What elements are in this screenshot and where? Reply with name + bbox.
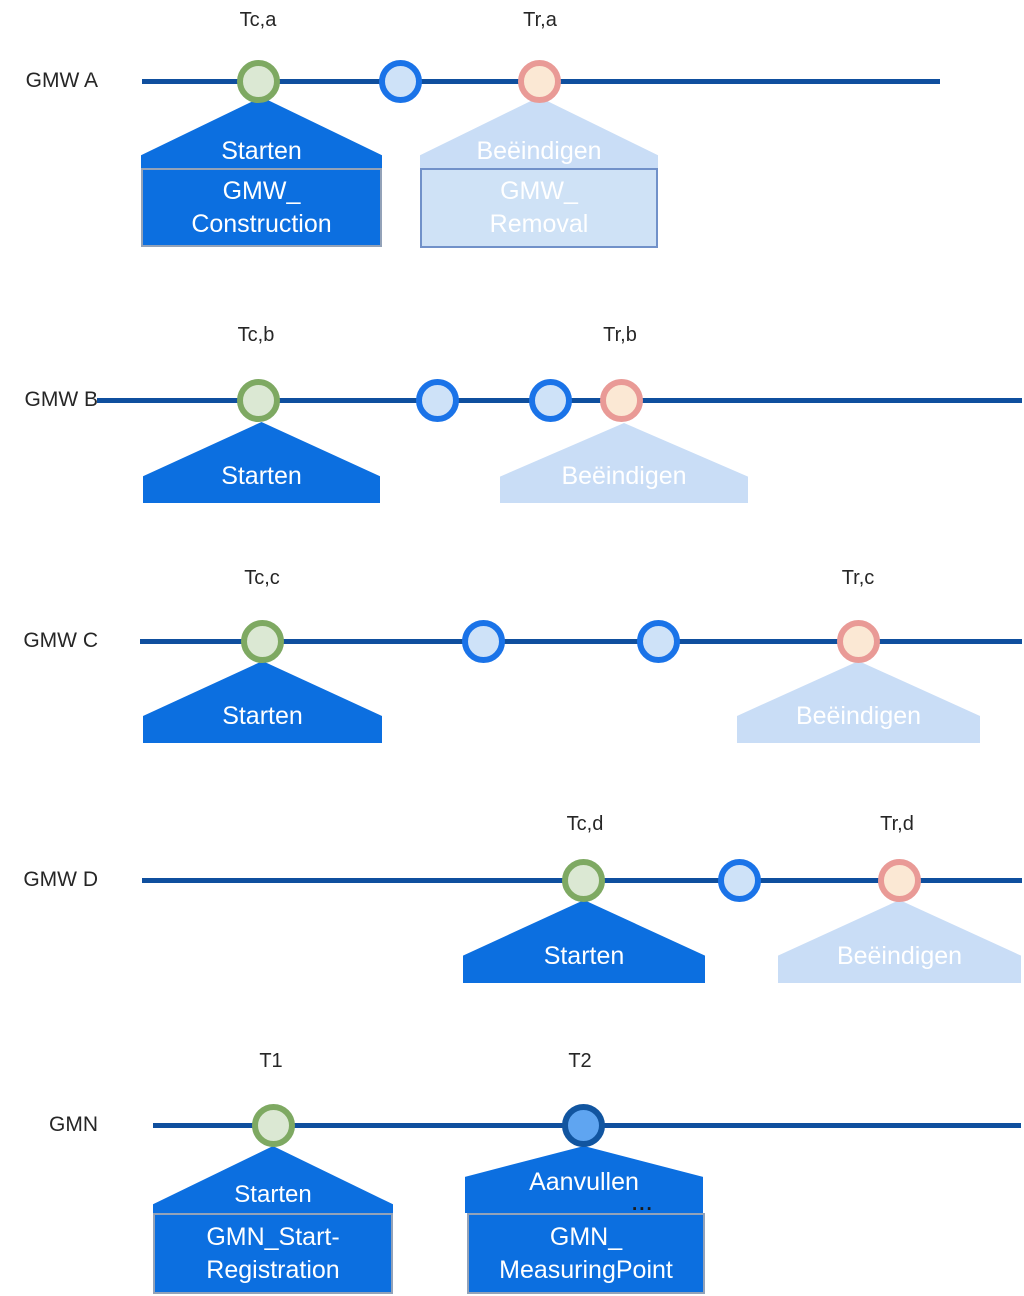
marker-start-green bbox=[252, 1104, 295, 1147]
marker-mid-blue bbox=[416, 379, 459, 422]
row-label-gmw-a: GMW A bbox=[25, 69, 98, 92]
time-label-tca: Tc,a bbox=[239, 9, 277, 31]
start-callout-house: Starten bbox=[143, 661, 382, 743]
doc-line-2: Construction bbox=[191, 209, 332, 238]
end-doc-box: GMW_ Removal bbox=[420, 168, 658, 248]
doc-line-1: GMW_ bbox=[500, 177, 578, 205]
marker-mid-blue bbox=[637, 620, 680, 663]
doc-line-1: GMN_Start- bbox=[206, 1222, 340, 1251]
start-doc-box: GMN_Start- Registration bbox=[153, 1213, 393, 1294]
end-callout-title: Beëindigen bbox=[836, 942, 963, 970]
doc-line-2: Registration bbox=[206, 1255, 340, 1284]
marker-end-pink bbox=[600, 379, 643, 422]
end-callout-house: Aanvullen bbox=[465, 1146, 703, 1213]
marker-end-pink bbox=[837, 620, 880, 663]
start-callout-house: Starten bbox=[463, 900, 705, 983]
time-label-t2: T2 bbox=[568, 1050, 592, 1072]
end-callout-house: Beëindigen bbox=[420, 97, 658, 168]
doc-line-1: GMW_ bbox=[222, 176, 301, 205]
time-label-trc: Tr,c bbox=[841, 567, 875, 589]
time-label-tcc: Tc,c bbox=[244, 567, 280, 589]
doc-line-2: Removal bbox=[489, 210, 589, 238]
marker-mid-blue bbox=[718, 859, 761, 902]
row-label-gmn: GMN bbox=[49, 1113, 98, 1136]
start-callout-title: Starten bbox=[543, 942, 625, 970]
marker-end-pink bbox=[878, 859, 921, 902]
end-callout-title: Aanvullen bbox=[529, 1168, 639, 1196]
start-callout-title: Starten bbox=[222, 702, 303, 730]
time-label-t1: T1 bbox=[259, 1050, 283, 1072]
end-callout-house: Beëindigen bbox=[778, 900, 1021, 983]
marker-end-pink bbox=[518, 60, 561, 103]
end-callout-title: Beëindigen bbox=[561, 462, 687, 490]
marker-mid-blue bbox=[379, 60, 422, 103]
ellipsis-dots: ... bbox=[632, 1194, 654, 1215]
end-doc-box: GMN_ MeasuringPoint bbox=[467, 1213, 705, 1294]
end-callout-house: Beëindigen bbox=[500, 423, 748, 503]
marker-mid-blue bbox=[462, 620, 505, 663]
time-label-trd: Tr,d bbox=[880, 813, 914, 835]
row-label-gmw-c: GMW C bbox=[23, 629, 98, 652]
doc-line-2: MeasuringPoint bbox=[499, 1255, 673, 1284]
time-label-tra: Tr,a bbox=[523, 9, 557, 31]
marker-start-green bbox=[237, 60, 280, 103]
marker-start-green bbox=[562, 859, 605, 902]
marker-mid-blue bbox=[529, 379, 572, 422]
start-callout-house: Starten bbox=[143, 422, 380, 503]
end-callout-title: Beëindigen bbox=[795, 702, 922, 730]
start-callout-title: Starten bbox=[221, 462, 302, 490]
start-callout-title: Starten bbox=[234, 1181, 312, 1208]
start-callout-title: Starten bbox=[221, 137, 302, 165]
time-label-tcd: Tc,d bbox=[566, 813, 604, 835]
doc-line-1: GMN_ bbox=[549, 1222, 623, 1251]
start-callout-house: Starten bbox=[153, 1146, 393, 1213]
timeline-gmw-c bbox=[140, 639, 1022, 644]
end-callout-title: Beëindigen bbox=[476, 137, 602, 165]
marker-t2-navy bbox=[562, 1104, 605, 1147]
time-label-trb: Tr,b bbox=[603, 324, 637, 346]
marker-start-green bbox=[241, 620, 284, 663]
marker-start-green bbox=[237, 379, 280, 422]
start-callout-house: Starten bbox=[141, 97, 382, 168]
start-doc-box: GMW_ Construction bbox=[141, 168, 382, 247]
end-callout-house: Beëindigen bbox=[737, 661, 980, 743]
time-label-tcb: Tc,b bbox=[237, 324, 275, 346]
row-label-gmw-d: GMW D bbox=[23, 868, 98, 891]
row-label-gmw-b: GMW B bbox=[24, 388, 99, 411]
